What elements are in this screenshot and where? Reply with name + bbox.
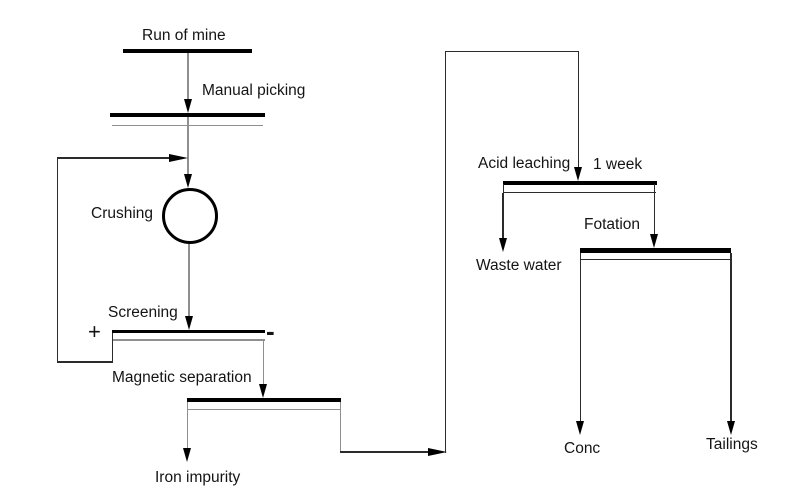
label-magnetic-separation: Magnetic separation [112, 368, 252, 386]
screening-left-edge [112, 333, 114, 363]
arrowhead-waste-water [498, 238, 507, 252]
label-manual-picking: Manual picking [202, 81, 306, 99]
manual-picking-bar [110, 112, 265, 117]
arrowhead-conc [576, 421, 584, 435]
stream-line-picking-to-crushing [187, 117, 189, 174]
label-acid-leaching-duration: 1 week [593, 155, 643, 173]
magnetic-separation-underline [187, 408, 341, 410]
stream-line-screening-to-magsep [262, 340, 265, 384]
arrowhead-into-acid-leaching [573, 166, 582, 181]
route-riser-vertical [445, 50, 447, 453]
label-screen-oversize-plus: + [88, 319, 101, 344]
arrowhead-into-screening [184, 315, 193, 330]
route-bottom-horizontal [340, 451, 428, 453]
label-screen-undersize-minus: - [266, 316, 275, 346]
flotation-bar [580, 248, 731, 253]
arrowhead-into-magnetic-separation [259, 383, 267, 398]
flotation-underline [580, 258, 731, 260]
arrowhead-into-flotation [650, 234, 659, 248]
route-top-horizontal [445, 50, 579, 52]
label-screening: Screening [108, 303, 178, 321]
stream-line-to-tailings [730, 252, 732, 421]
acid-leaching-bar [503, 180, 657, 185]
acid-leaching-left-edge [502, 184, 504, 193]
magnetic-separation-bar [187, 397, 341, 402]
label-crushing: Crushing [91, 204, 154, 222]
label-tailings: Tailings [706, 435, 758, 453]
acid-leaching-right-edge [654, 184, 656, 193]
arrowhead-into-crushing [183, 174, 192, 188]
label-run-of-mine: Run of mine [142, 26, 226, 44]
stream-line-to-conc [579, 252, 582, 421]
run-of-mine-feed-bar [123, 49, 252, 53]
arrowhead-into-riser [428, 447, 447, 456]
stream-line-rom-to-picking [187, 52, 189, 99]
acid-leaching-underline [502, 191, 656, 193]
stream-line-magsep-to-iron-impurity [187, 401, 189, 448]
screening-underline [112, 339, 265, 341]
arrowhead-into-manual-picking [183, 98, 192, 113]
label-waste-water: Waste water [476, 256, 562, 274]
label-iron-impurity: Iron impurity [155, 468, 241, 486]
arrowhead-tailings [726, 421, 735, 435]
label-flotation: Fotation [584, 215, 641, 233]
recycle-left-line [56, 157, 58, 363]
stream-line-magsep-right-down [339, 401, 341, 452]
recycle-bottom-line [57, 361, 113, 363]
arrowhead-iron-impurity [183, 448, 191, 462]
stream-line-to-flotation [654, 193, 656, 234]
label-conc: Conc [564, 439, 601, 457]
stream-line-crushing-to-screening [188, 243, 190, 317]
screening-bar [112, 329, 265, 333]
recycle-top-line [57, 157, 170, 159]
arrowhead-recycle-into-feed [169, 153, 188, 162]
route-drop-vertical [577, 51, 579, 167]
label-acid-leaching: Acid leaching [478, 154, 571, 172]
crushing-circle [161, 188, 218, 244]
stream-line-to-waste-water [502, 193, 504, 238]
